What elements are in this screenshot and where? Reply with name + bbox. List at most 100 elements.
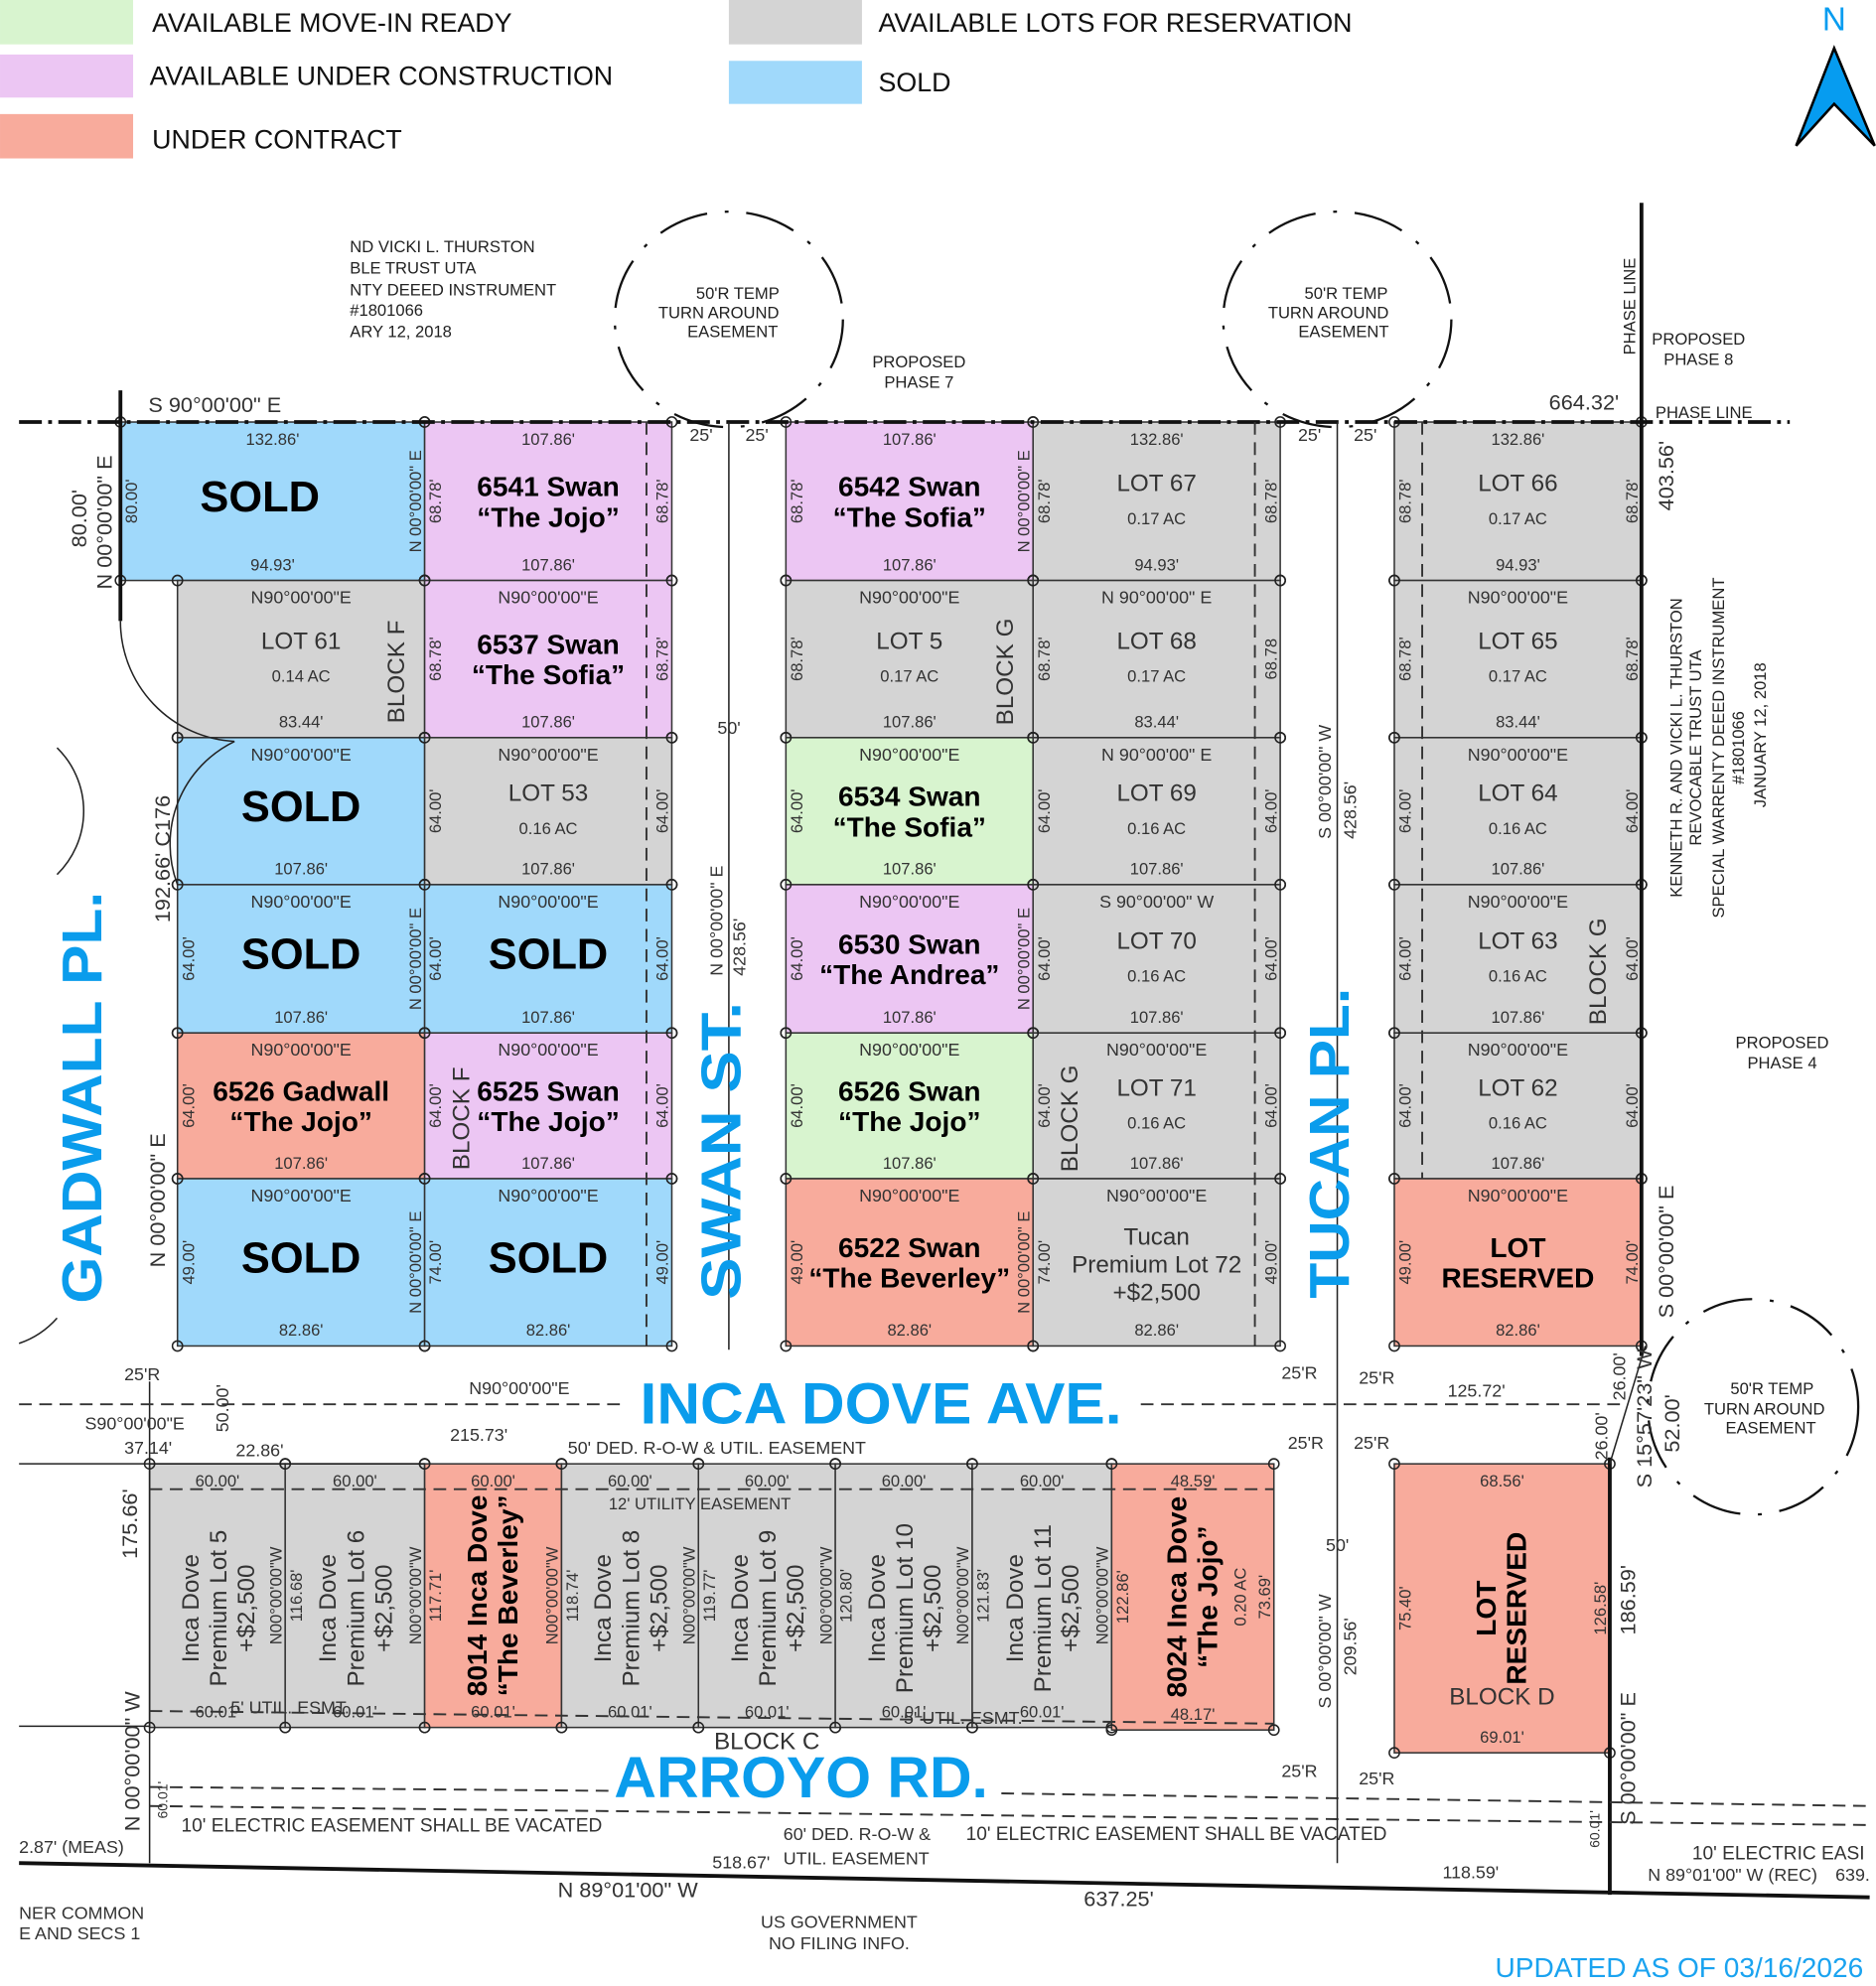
lot-parcel[interactable] [423, 1032, 673, 1180]
lot-parcel[interactable] [1393, 1463, 1611, 1754]
lot-dimension: 68.78' [1396, 479, 1415, 523]
turnaround-note: TURN AROUND [658, 303, 780, 322]
lot-parcel[interactable] [785, 579, 1034, 739]
lot-parcel[interactable] [1393, 1178, 1643, 1348]
lot-parcel[interactable] [1393, 579, 1643, 739]
lot-dimension: N90°00'00"E [1106, 1186, 1207, 1206]
lot-reservation[interactable]: LOT 630.16 ACN90°00'00"E107.86'64.00'64.… [1388, 879, 1648, 1040]
lot-construction[interactable]: 6537 Swan“The Sofia”N90°00'00"E107.86'68… [418, 574, 678, 744]
street-swan-st: SWAN ST. [689, 1002, 752, 1300]
survey-monument-icon [418, 1173, 431, 1185]
lot-parcel[interactable] [1393, 1032, 1643, 1180]
lot-parcel[interactable] [423, 737, 673, 886]
lot-construction[interactable]: 6541 Swan“The Jojo”107.86'107.86'68.78'6… [418, 416, 678, 587]
lot-parcel[interactable] [423, 579, 673, 739]
lot-dimension: 122.86' [1113, 1570, 1132, 1624]
lot-parcel[interactable] [785, 1032, 1034, 1180]
lot-dimension: 68.78' [788, 479, 806, 523]
lot-contract[interactable]: 6522 Swan“The Beverley”N90°00'00"E82.86'… [780, 1173, 1040, 1352]
lot-parcel[interactable] [176, 1032, 426, 1180]
lot-reservation[interactable]: LOT 650.17 ACN90°00'00"E83.44'68.78'68.7… [1388, 574, 1648, 744]
lot-dimension: 74.00' [1623, 1240, 1642, 1285]
survey-monument-icon [1027, 1027, 1040, 1040]
dimension: 25' [1298, 425, 1321, 445]
legend-label: UNDER CONTRACT [152, 124, 402, 154]
lot-parcel[interactable] [1032, 884, 1281, 1034]
lot-move-in[interactable]: 6526 Swan“The Jojo”N90°00'00"E107.86'64.… [780, 1027, 1040, 1185]
survey-monument-icon [1274, 1340, 1286, 1352]
lot-parcel[interactable] [785, 737, 1034, 886]
lot-parcel[interactable] [971, 1463, 1113, 1729]
lot-label: “The Jojo” [229, 1106, 371, 1137]
lot-reservation[interactable]: LOT 690.16 ACN 90°00'00" E107.86'64.00'6… [1027, 731, 1286, 891]
lot-parcel[interactable] [1032, 579, 1281, 739]
lot-dimension: 49.00' [1396, 1240, 1415, 1285]
lot-reservation[interactable]: LOT 620.16 ACN90°00'00"E107.86'64.00'64.… [1388, 1027, 1648, 1185]
lot-parcel[interactable] [1032, 1178, 1281, 1348]
lot-contract[interactable]: 8014 Inca Dove“The Beverley”60.00'60.01'… [418, 1458, 568, 1734]
lot-parcel[interactable] [176, 1178, 426, 1348]
lot-dimension: 64.00' [1261, 1083, 1280, 1128]
lot-label: 6522 Swan [838, 1232, 981, 1263]
lot-label: LOT 71 [1116, 1074, 1196, 1101]
lot-reservation[interactable]: LOT 680.17 ACN 90°00'00" E83.44'68.78'68… [1027, 574, 1286, 744]
lot-parcel[interactable] [423, 1178, 673, 1348]
lot-parcel[interactable] [119, 421, 426, 582]
lot-parcel[interactable] [1393, 737, 1643, 886]
survey-monument-icon [1274, 1173, 1286, 1185]
lot-contract[interactable]: 8024 Inca Dove“The Jojo”0.20 AC48.59'48.… [1105, 1458, 1280, 1737]
lot-parcel[interactable] [834, 1463, 973, 1729]
phase4-note: PROPOSED [1736, 1034, 1829, 1053]
lot-construction[interactable]: 6525 Swan“The Jojo”N90°00'00"E107.86'64.… [418, 1027, 678, 1185]
lot-label: SOLD [241, 931, 361, 979]
block-label: BLOCK F [448, 1066, 475, 1170]
lot-dimension: 60.01' [333, 1702, 377, 1721]
lot-parcel[interactable] [1393, 884, 1643, 1034]
lot-label: Premium Lot 9 [755, 1530, 782, 1687]
lot-reservation[interactable]: LOT 700.16 ACS 90°00'00" W107.86'64.00'6… [1027, 879, 1286, 1040]
lot-parcel[interactable] [423, 884, 673, 1034]
lot-parcel[interactable] [1032, 421, 1281, 582]
dimension: 186.59' [1615, 1565, 1640, 1634]
lot-contract[interactable]: 6526 Gadwall“The Jojo”N90°00'00"E107.86'… [171, 1027, 431, 1185]
lot-parcel[interactable] [176, 884, 426, 1034]
lot-parcel[interactable] [697, 1463, 836, 1729]
lot-reservation[interactable]: LOT 530.16 ACN90°00'00"E107.86'64.00'64.… [418, 731, 678, 891]
lot-parcel[interactable] [785, 1178, 1034, 1348]
lot-move-in[interactable]: 6534 Swan“The Sofia”N90°00'00"E107.86'64… [780, 731, 1040, 891]
lot-parcel[interactable] [560, 1463, 700, 1729]
lot-parcel[interactable] [1110, 1463, 1275, 1731]
lot-reservation[interactable]: LOT 710.16 ACN90°00'00"E107.86'64.00'64.… [1027, 1027, 1286, 1185]
lot-construction[interactable]: 6542 Swan“The Sofia”107.86'107.86'68.78'… [780, 416, 1040, 587]
owner-note-top: ND VICKI L. THURSTON [350, 237, 534, 256]
gov-note: NO FILING INFO. [769, 1933, 910, 1953]
lot-reservation[interactable]: LOT 50.17 ACN90°00'00"E107.86'68.78'BLOC… [780, 574, 1040, 744]
gov-note: US GOVERNMENT [761, 1912, 918, 1931]
lot-parcel[interactable] [785, 884, 1034, 1034]
lot-reservation[interactable]: LOT 640.16 ACN90°00'00"E107.86'64.00'64.… [1388, 731, 1648, 891]
lot-parcel[interactable] [1032, 737, 1281, 886]
lot-parcel[interactable] [176, 737, 426, 886]
lot-parcel[interactable] [785, 421, 1034, 582]
lot-parcel[interactable] [284, 1463, 426, 1729]
lot-construction[interactable]: 6530 Swan“The Andrea”N90°00'00"E107.86'6… [780, 879, 1040, 1040]
